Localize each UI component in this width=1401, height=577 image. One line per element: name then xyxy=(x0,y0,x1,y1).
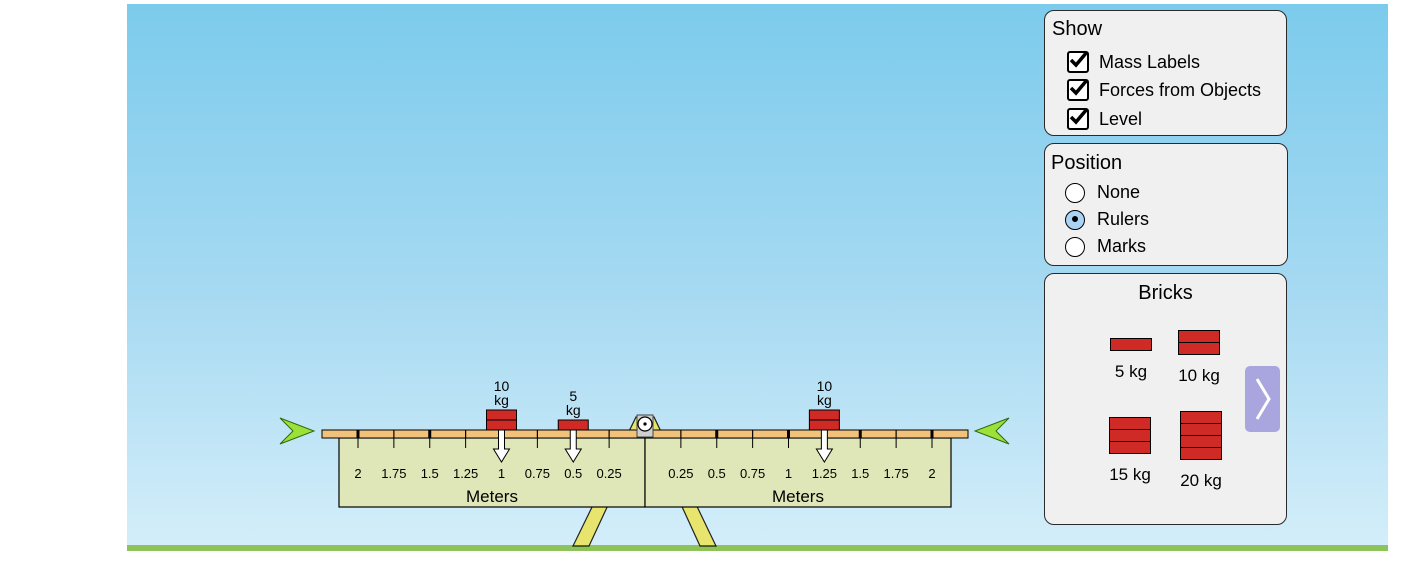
brick-20kg[interactable]: 20 kg xyxy=(1173,411,1229,491)
position-panel: Position None Rulers Marks xyxy=(1044,143,1288,266)
checkmark-icon[interactable] xyxy=(1067,107,1089,130)
radio-button-selected[interactable] xyxy=(1065,209,1085,230)
ruler-tick-label: 2 xyxy=(928,466,935,481)
level-arrow-right-icon xyxy=(279,417,316,445)
ruler-left-label: Meters xyxy=(466,487,518,506)
checkbox-label: Mass Labels xyxy=(1099,51,1201,72)
ruler-tick-label: 0.75 xyxy=(525,466,550,481)
ruler-tick-label: 0.25 xyxy=(596,466,621,481)
radio-none[interactable]: None xyxy=(1065,182,1140,203)
radio-label: None xyxy=(1097,182,1141,202)
brick-label: 15 kg xyxy=(1109,465,1151,484)
brick-unit-label: kg xyxy=(494,392,509,408)
ruler-tick-label: 1.25 xyxy=(812,466,837,481)
ruler-tick-label: 0.5 xyxy=(708,466,726,481)
brick-15kg[interactable]: 15 kg xyxy=(1102,417,1158,485)
radio-label: Rulers xyxy=(1097,209,1150,229)
bricks-panel-title: Bricks xyxy=(1138,282,1193,304)
position-panel-title: Position xyxy=(1051,152,1123,174)
ruler-tick-label: 1 xyxy=(785,466,792,481)
checkbox-label: Level xyxy=(1099,108,1143,129)
ground xyxy=(127,545,1388,551)
brick-label: 20 kg xyxy=(1180,471,1222,490)
down-arrow-icon xyxy=(564,429,583,463)
radio-rulers[interactable]: Rulers xyxy=(1065,209,1149,230)
next-bricks-button[interactable] xyxy=(1245,366,1280,432)
ruler-tick-label: 1.5 xyxy=(851,466,869,481)
checkmark-icon[interactable] xyxy=(1067,78,1089,101)
ruler-tick-label: 1.25 xyxy=(453,466,478,481)
ruler-right xyxy=(644,437,952,508)
brick-unit-label: kg xyxy=(817,392,832,408)
show-panel: Show Mass Labels Forces from Objects Lev… xyxy=(1044,10,1287,136)
chevron-right-icon xyxy=(1255,378,1271,420)
brick-mass-label: 10 xyxy=(817,378,833,394)
checkbox-forces-from-objects[interactable]: Forces from Objects xyxy=(1067,78,1262,101)
brick-5kg[interactable]: 5 kg xyxy=(1103,336,1159,382)
ruler-tick-label: 1.75 xyxy=(883,466,908,481)
down-arrow-icon xyxy=(492,429,511,463)
checkbox-level[interactable]: Level xyxy=(1067,107,1143,130)
ruler-tick-label: 0.75 xyxy=(740,466,765,481)
ruler-tick-label: 1.5 xyxy=(421,466,439,481)
brick-label: 5 kg xyxy=(1114,362,1148,381)
radio-button[interactable] xyxy=(1065,182,1085,203)
checkbox-label: Forces from Objects xyxy=(1099,79,1262,100)
plank-brick[interactable]: 5kg xyxy=(557,388,589,463)
brick-mass-label: 5 xyxy=(569,388,577,404)
checkbox-mass-labels[interactable]: Mass Labels xyxy=(1067,50,1201,73)
show-panel-title: Show xyxy=(1052,18,1103,40)
down-arrow-icon xyxy=(815,429,834,463)
radio-marks[interactable]: Marks xyxy=(1065,236,1146,257)
brick-label: 10 kg xyxy=(1178,366,1220,385)
brick-unit-label: kg xyxy=(566,402,581,418)
ruler-tick-label: 1 xyxy=(498,466,505,481)
pivot-dot xyxy=(643,422,647,426)
ruler-tick-label: 1.75 xyxy=(381,466,406,481)
ruler-right-label: Meters xyxy=(772,487,824,506)
ruler-tick-label: 0.25 xyxy=(668,466,693,481)
level-arrow-left-icon xyxy=(973,417,1010,445)
brick-mass-label: 10 xyxy=(494,378,510,394)
checkmark-icon[interactable] xyxy=(1067,50,1089,73)
radio-button[interactable] xyxy=(1065,236,1085,257)
brick-10kg[interactable]: 10 kg xyxy=(1171,330,1227,386)
ruler-tick-label: 0.5 xyxy=(564,466,582,481)
ruler-tick-labels: 2 1.75 1.5 1.25 1 0.75 0.5 0.25 0.25 0.5 0.75 1 1.25… xyxy=(354,466,935,481)
ruler-tick-label: 2 xyxy=(354,466,361,481)
radio-label: Marks xyxy=(1097,236,1146,256)
